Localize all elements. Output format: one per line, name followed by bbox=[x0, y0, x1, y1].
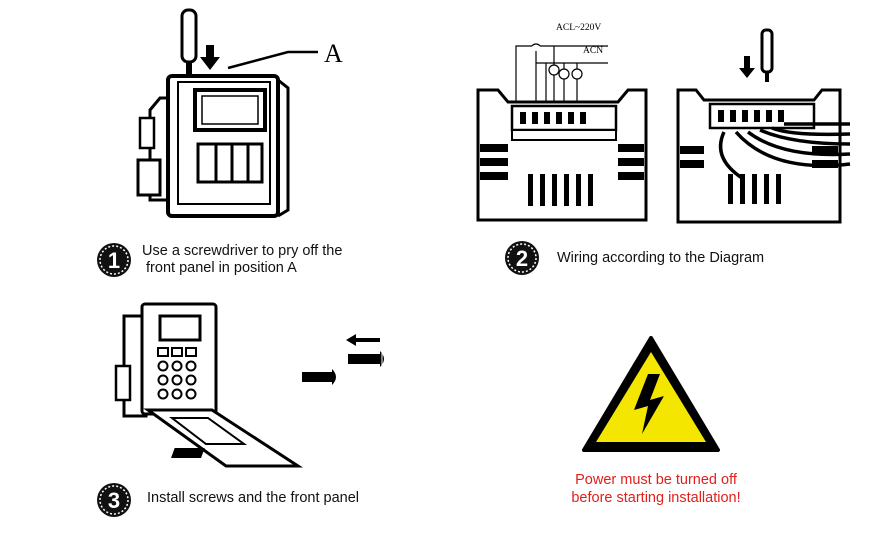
screwdriver-icon bbox=[180, 8, 198, 76]
wiring-diagram: ACL~220V ACN bbox=[476, 23, 648, 222]
step-3-line-1: Install screws and the front panel bbox=[147, 490, 359, 506]
high-voltage-warning-icon bbox=[582, 336, 720, 452]
terminal-block bbox=[510, 104, 618, 132]
screw-icon bbox=[348, 351, 384, 367]
step-1-text: Use a screwdriver to pry off the front p… bbox=[142, 243, 342, 277]
insert-direction-arrow-icon bbox=[346, 334, 380, 346]
front-panel-flap bbox=[143, 408, 304, 468]
step-2-badge: 2 bbox=[505, 241, 539, 275]
step-1-line-2: front panel in position A bbox=[142, 260, 297, 276]
wire-label-neutral: ACN bbox=[583, 46, 603, 56]
step-2-number: 2 bbox=[516, 246, 528, 271]
callout-leader-line bbox=[227, 50, 318, 70]
push-down-arrow-icon bbox=[200, 45, 220, 70]
terminal-symbols bbox=[548, 64, 583, 80]
step3-illustration bbox=[114, 302, 384, 468]
wired-device-illustration bbox=[676, 28, 851, 224]
display-window bbox=[158, 314, 202, 342]
lightning-bolt-icon bbox=[634, 374, 664, 434]
keypad-block bbox=[196, 142, 264, 184]
step-2-text: Wiring according to the Diagram bbox=[557, 250, 764, 267]
screwdriver-icon bbox=[760, 28, 774, 82]
step-3-number: 3 bbox=[108, 488, 120, 513]
power-off-warning: Power must be turned off before starting… bbox=[536, 471, 776, 507]
keypad-buttons bbox=[157, 347, 197, 400]
step-1-number: 1 bbox=[108, 248, 120, 273]
wire-label-live: ACL~220V bbox=[556, 23, 601, 33]
step-3-text: Install screws and the front panel bbox=[147, 490, 359, 507]
warning-line-1: Power must be turned off bbox=[575, 472, 737, 488]
step1-illustration: A bbox=[136, 8, 343, 218]
callout-label-a: A bbox=[324, 39, 343, 68]
step-3-badge: 3 bbox=[97, 483, 131, 517]
step-1-badge: 1 bbox=[97, 243, 131, 277]
connected-wires bbox=[718, 122, 851, 180]
push-down-arrow-icon bbox=[739, 56, 755, 78]
screw-icon bbox=[302, 369, 336, 385]
warning-line-2: before starting installation! bbox=[571, 490, 741, 506]
step-1-line-1: Use a screwdriver to pry off the bbox=[142, 243, 343, 259]
step-2-line-1: Wiring according to the Diagram bbox=[557, 250, 765, 266]
